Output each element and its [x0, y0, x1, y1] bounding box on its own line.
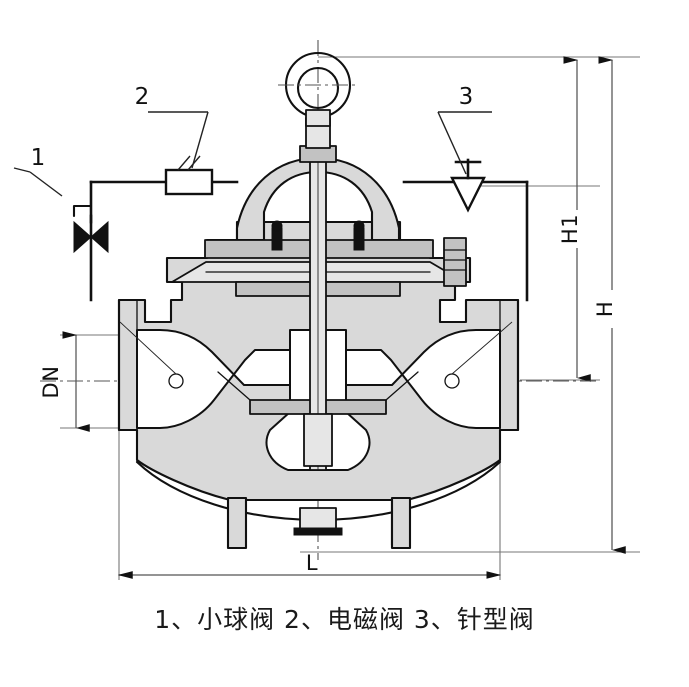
drain-plug-body	[299, 507, 337, 531]
ball-valve-left-triangle	[73, 220, 92, 254]
lifting-eye-bolt	[278, 51, 358, 127]
needle-valve-triangle	[450, 176, 486, 213]
callout-1-label: 1	[31, 145, 46, 171]
eye-bolt-shank	[305, 109, 331, 127]
ball-valve-handle	[72, 204, 93, 218]
solenoid-coil-arrow-1	[177, 155, 191, 171]
callout-2: 2	[135, 84, 209, 169]
callout-1-leader	[29, 171, 63, 197]
support-foot-right	[390, 496, 412, 550]
solenoid-valve-box	[164, 168, 214, 196]
dimension-label-H: H	[593, 301, 617, 317]
dimension-framework	[60, 56, 640, 580]
dimension-H: H	[593, 56, 626, 554]
dimension-label-H1: H1	[558, 214, 582, 244]
dome-bolt-head-left	[271, 220, 283, 232]
callout-2-label: 2	[135, 84, 150, 110]
section-ref-leader-left	[119, 321, 177, 375]
callout-3: 3	[437, 84, 492, 175]
dimension-label-L: L	[306, 551, 318, 575]
valve-body-section	[117, 51, 520, 550]
figure-caption: 1、小球阀 2、电磁阀 3、针型阀	[154, 605, 535, 634]
section-ref-leader-right	[451, 321, 513, 375]
dimension-H1: H1	[558, 56, 591, 382]
eye-bolt-inner-ring	[296, 66, 340, 110]
dimension-label-DN: DN	[39, 366, 63, 399]
pilot-fitting-body	[443, 237, 467, 287]
stem-guide-bushing	[303, 413, 333, 467]
callout-3-label: 3	[459, 84, 474, 110]
dome-bolt-group	[271, 220, 365, 251]
callout-2-leader	[191, 111, 209, 169]
callout-1: 1	[13, 145, 63, 197]
callout-1-shelf	[13, 167, 31, 173]
solenoid-valve-symbol	[164, 155, 214, 196]
support-foot-left	[226, 496, 248, 550]
seat-support-rib	[217, 371, 419, 401]
ball-valve-right-triangle	[90, 220, 109, 254]
needle-valve-symbol	[450, 158, 486, 213]
drain-plug-cap	[293, 527, 343, 536]
pilot-port-fitting	[443, 237, 467, 287]
dimension-L: L	[117, 551, 502, 579]
diaphragm-dome-cover	[235, 156, 401, 242]
dome-bolt-head-right	[353, 220, 365, 232]
ball-valve-symbol	[72, 204, 109, 254]
callout-3-leader	[437, 111, 467, 175]
